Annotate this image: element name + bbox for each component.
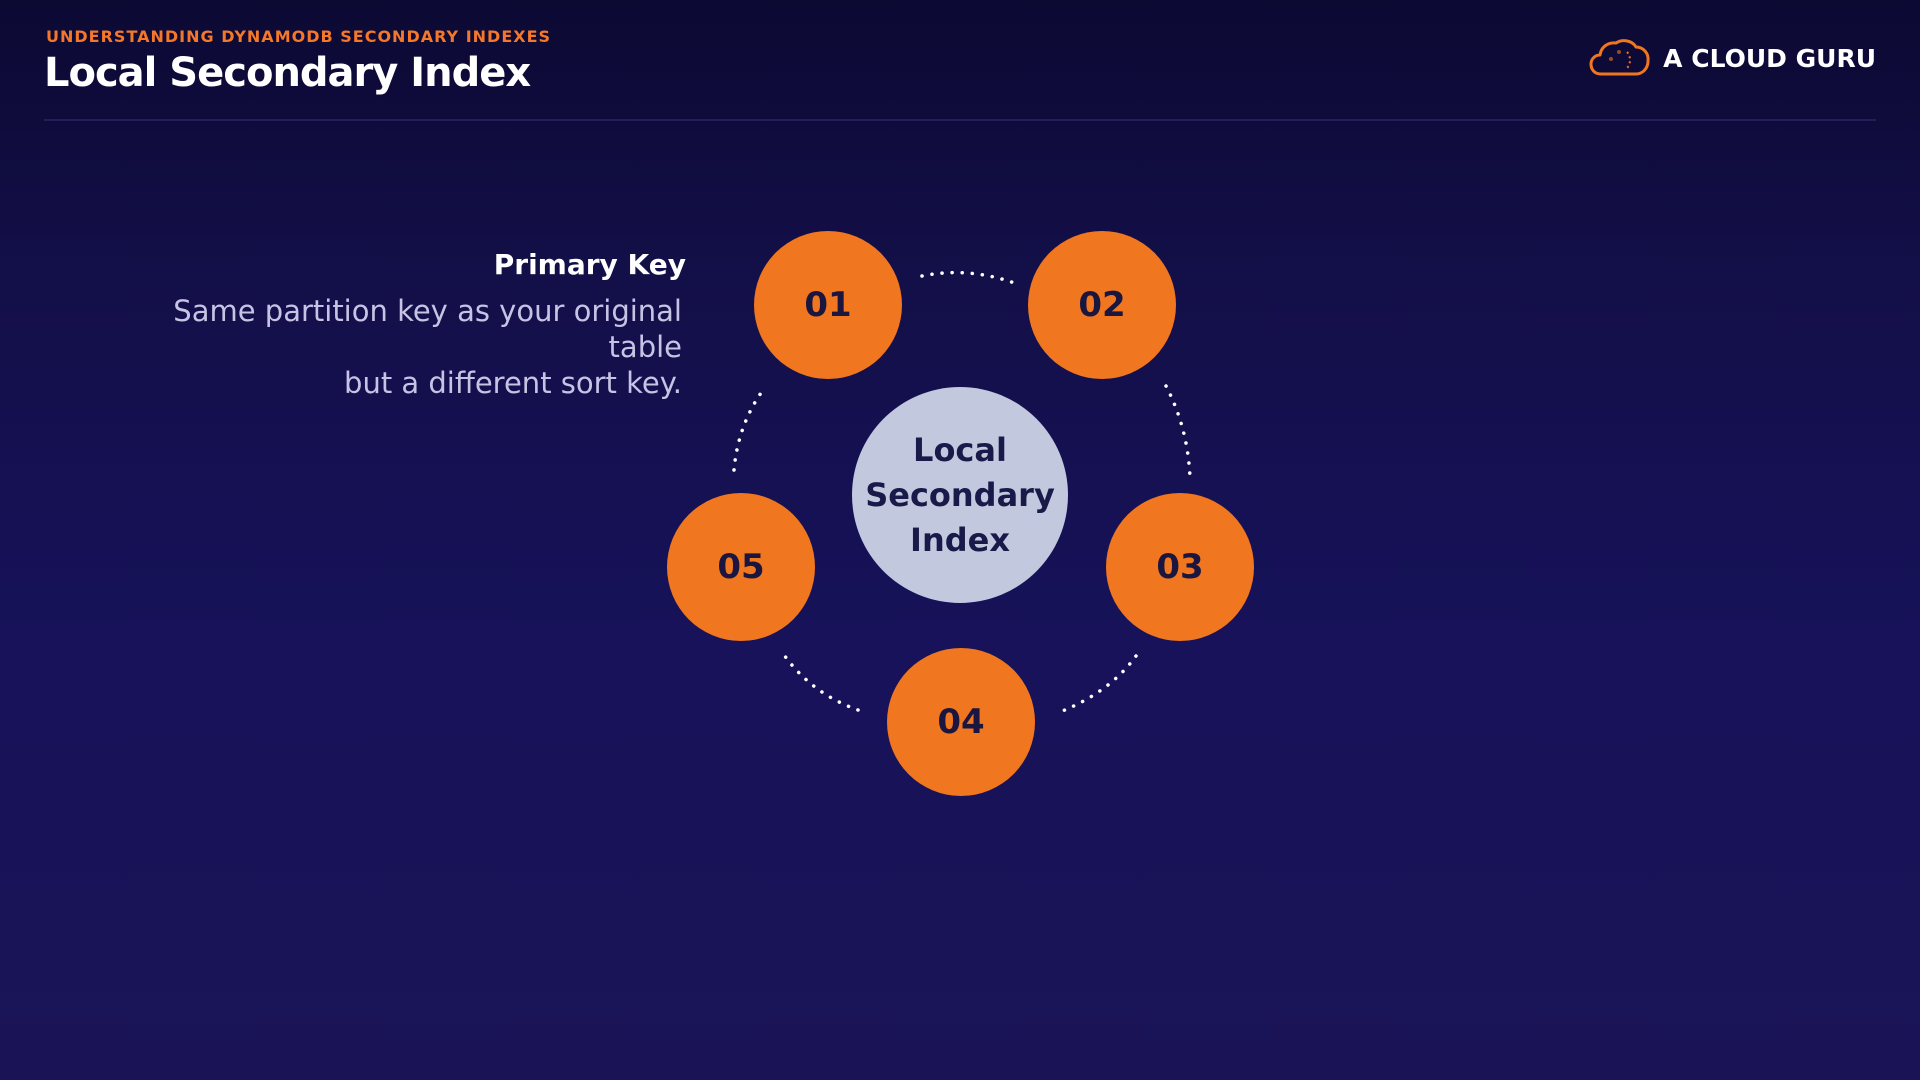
- description-heading: Primary Key: [493, 248, 686, 281]
- diagram-node-01[interactable]: 01: [754, 231, 902, 379]
- connector-03-04: [1058, 654, 1138, 714]
- brand-logo: A CLOUD GURU: [1589, 38, 1876, 78]
- center-label-line-3: Index: [910, 520, 1010, 559]
- description-block: Primary Key Same partition key as your o…: [100, 248, 688, 401]
- center-node: Local Secondary Index: [852, 387, 1068, 603]
- connector-01-02: [920, 270, 1022, 287]
- slide-subtitle: UNDERSTANDING DYNAMODB SECONDARY INDEXES: [46, 27, 552, 46]
- diagram-node-04[interactable]: 04: [887, 648, 1035, 796]
- connector-05-01: [732, 388, 765, 472]
- diagram-node-02[interactable]: 02: [1028, 231, 1176, 379]
- connector-04-05: [780, 650, 860, 712]
- description-line-1: Same partition key as your original tabl…: [173, 294, 682, 364]
- center-label-line-2: Secondary: [865, 475, 1055, 514]
- brand-name: A CLOUD GURU: [1663, 43, 1876, 73]
- cloud-icon: [1589, 39, 1650, 76]
- diagram-node-03[interactable]: 03: [1106, 493, 1254, 641]
- diagram-node-05[interactable]: 05: [667, 493, 815, 641]
- connector-02-03: [1164, 384, 1192, 480]
- center-label-line-1: Local: [913, 430, 1007, 469]
- description-line-2: but a different sort key.: [344, 366, 682, 400]
- description-text: Same partition key as your original tabl…: [100, 293, 688, 401]
- page-title: Local Secondary Index: [44, 50, 531, 96]
- header-divider: [44, 119, 1876, 121]
